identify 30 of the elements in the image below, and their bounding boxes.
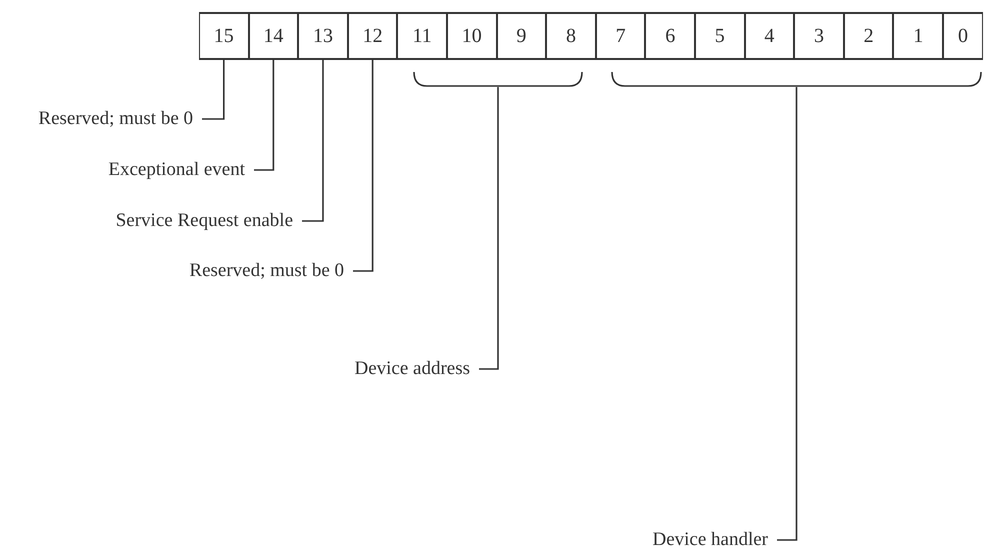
field-label: Device address xyxy=(354,357,479,381)
bit-number: 4 xyxy=(744,12,794,60)
leader-line xyxy=(202,60,225,120)
field-label: Device handler xyxy=(652,528,777,551)
bit-number: 7 xyxy=(596,12,646,60)
bit-number: 13 xyxy=(298,12,348,60)
bit-number: 8 xyxy=(546,12,596,60)
bit-number: 12 xyxy=(348,12,398,60)
bit-number: 11 xyxy=(397,12,447,60)
bit-number: 6 xyxy=(645,12,695,60)
curly-bracket xyxy=(413,72,583,87)
bit-number: 10 xyxy=(447,12,497,60)
bit-number: 15 xyxy=(199,12,249,60)
field-label: Exceptional event xyxy=(108,158,254,182)
bit-number: 0 xyxy=(943,12,983,60)
bit-number: 3 xyxy=(794,12,844,60)
leader-line xyxy=(254,60,274,171)
leader-line xyxy=(479,87,499,370)
bit-number: 5 xyxy=(695,12,745,60)
curly-bracket xyxy=(611,72,982,87)
leader-line xyxy=(353,60,374,272)
field-label: Reserved; must be 0 xyxy=(38,107,202,131)
bit-number: 14 xyxy=(248,12,298,60)
bit-number: 9 xyxy=(496,12,546,60)
field-label: Service Request enable xyxy=(116,209,302,233)
bit-number: 2 xyxy=(844,12,894,60)
bit-number: 1 xyxy=(893,12,943,60)
leader-line xyxy=(777,87,798,541)
field-label: Reserved; must be 0 xyxy=(189,259,353,283)
leader-line xyxy=(302,60,324,222)
